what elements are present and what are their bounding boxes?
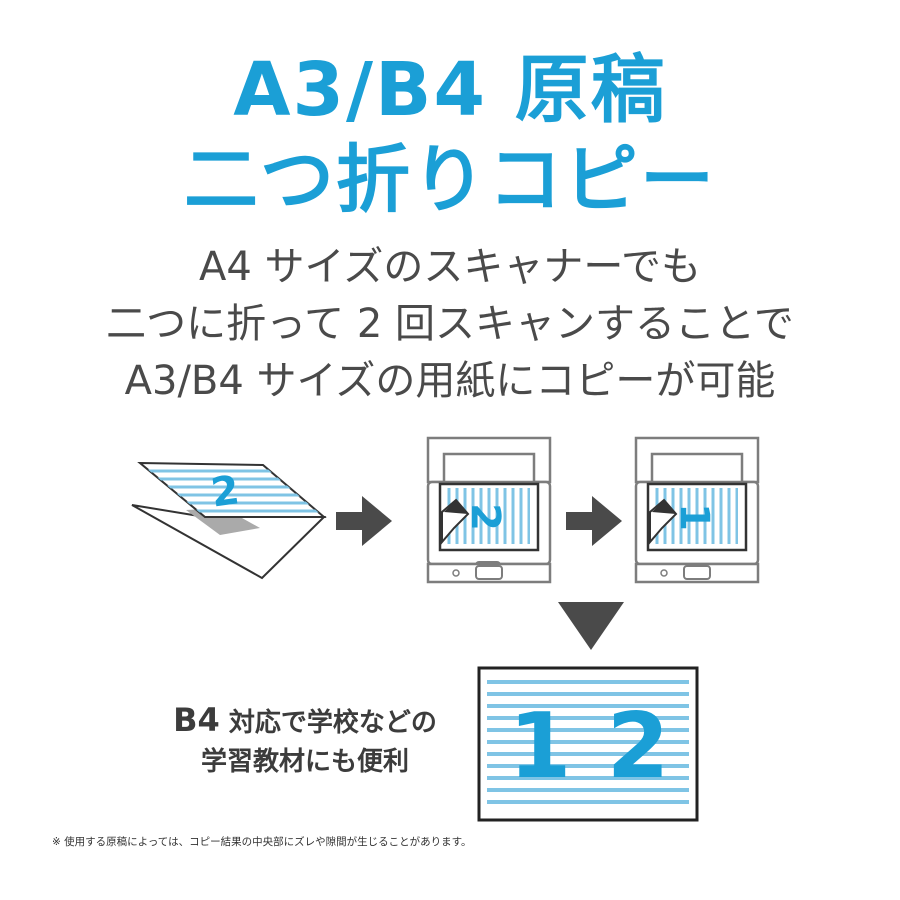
power-button-icon	[660, 569, 668, 577]
scanner-1: 2	[426, 436, 552, 584]
note-prefix: B4	[173, 701, 220, 739]
result-number-1: 1	[509, 694, 572, 799]
subtitle-line-3: A3/B4 サイズの用紙にコピーが可能	[124, 358, 776, 404]
page-title-line-2: 二つ折りコピー	[184, 137, 716, 223]
result-number-2: 2	[607, 694, 670, 799]
scan1-number: 2	[462, 503, 508, 531]
subtitle-line-2: 二つに折って 2 回スキャンすることで	[106, 301, 794, 347]
folded-document-illustration: 2	[131, 461, 327, 580]
control-panel-icon	[683, 565, 711, 580]
scan2-number: 1	[671, 503, 717, 531]
footnote: ※ 使用する原稿によっては、コピー結果の中央部にズレや隙間が生じることがあります…	[52, 836, 472, 848]
page-title-line-1: A3/B4 原稿	[233, 47, 667, 133]
folded-page-number: 2	[208, 467, 242, 516]
arrow-down-icon	[558, 602, 624, 650]
note-line-1-text: 対応で学校などの	[219, 708, 437, 738]
scanner-lid	[426, 436, 552, 484]
arrow-right-icon	[336, 496, 392, 546]
scanner-lid	[634, 436, 760, 484]
result-copy-sheet: 1 2	[477, 666, 699, 822]
subtitle-line-1: A4 サイズのスキャナーでも	[199, 244, 701, 290]
note-line-1: B4 対応で学校などの	[150, 702, 460, 741]
note-line-2: 学習教材にも便利	[200, 747, 409, 777]
arrow-right-icon	[566, 496, 622, 546]
scanner-2: 1	[634, 436, 760, 584]
